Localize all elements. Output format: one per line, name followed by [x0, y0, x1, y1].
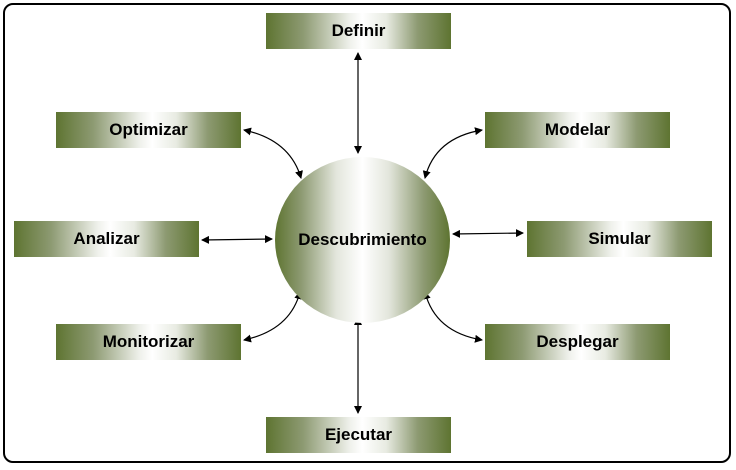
arrow-optimizar — [243, 127, 303, 179]
node-label: Modelar — [544, 120, 611, 139]
node-label: Analizar — [73, 229, 140, 248]
node-analizar: Analizar — [14, 221, 199, 257]
node-label: Optimizar — [109, 120, 188, 139]
node-label: Definir — [331, 21, 386, 40]
node-ejecutar: Ejecutar — [266, 417, 451, 453]
node-label: Ejecutar — [324, 425, 393, 444]
arrow-simular — [452, 229, 524, 238]
arrow-monitorizar — [243, 291, 303, 343]
node-optimizar: Optimizar — [56, 112, 241, 148]
node-label: Desplegar — [536, 332, 619, 351]
center-node: Descubrimiento — [275, 157, 450, 323]
node-modelar: Modelar — [485, 112, 670, 148]
arrow-desplegar — [422, 291, 483, 343]
node-simular: Simular — [527, 221, 712, 257]
arrow-modelar — [422, 127, 483, 179]
diagram-frame — [3, 3, 731, 463]
center-label: Descubrimiento — [298, 230, 427, 249]
node-desplegar: Desplegar — [485, 324, 670, 360]
arrow-analizar — [201, 235, 273, 244]
node-label: Monitorizar — [102, 332, 195, 351]
node-label: Simular — [588, 229, 651, 248]
node-definir: Definir — [266, 13, 451, 49]
node-monitorizar: Monitorizar — [56, 324, 241, 360]
